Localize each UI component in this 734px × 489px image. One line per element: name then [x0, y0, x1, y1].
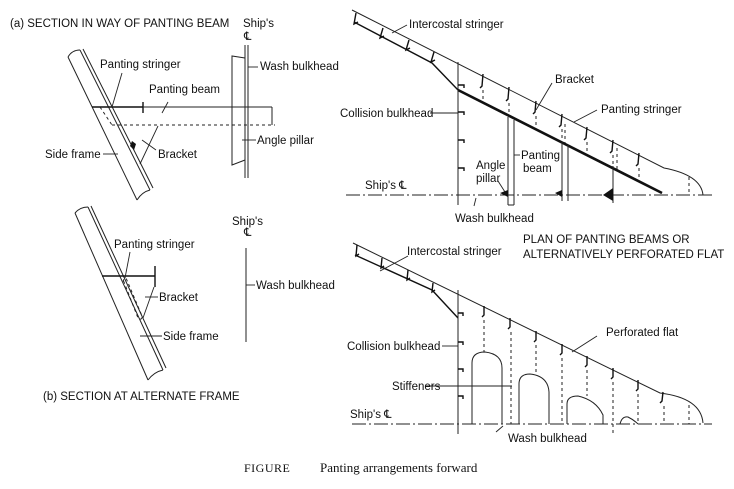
panting-beams — [500, 117, 618, 206]
wash-bulkhead-a — [231, 45, 249, 178]
panting-stringer-b — [102, 266, 156, 320]
section-a-title: (a) SECTION IN WAY OF PANTING BEAM — [10, 18, 229, 30]
section-b-centreline-symbol: ℄ — [243, 227, 252, 239]
side-frame-a — [67, 48, 154, 201]
label-wash-bulkhead-a: Wash bulkhead — [260, 61, 339, 73]
frames-bottom — [481, 306, 690, 434]
intercostal-frames-top — [353, 12, 436, 64]
label-collision-bulkhead-bottom: Collision bulkhead — [347, 341, 440, 353]
label-angle-pillar-line2: pillar — [476, 173, 500, 185]
label-bracket-top: Bracket — [555, 74, 595, 86]
label-perforated-flat: Perforated flat — [606, 327, 679, 339]
section-b-title: (b) SECTION AT ALTERNATE FRAME — [43, 391, 240, 403]
label-wash-bulkhead-top: Wash bulkhead — [455, 213, 534, 225]
caption-text: Panting arrangements forward — [320, 460, 478, 475]
label-panting-beam-line2: beam — [523, 163, 552, 175]
shell-line-top — [351, 9, 704, 196]
label-intercostal-stringer-top: Intercostal stringer — [409, 19, 504, 31]
section-a-ships-label: Ship's — [243, 18, 274, 30]
label-panting-beam-line1: Panting — [521, 150, 560, 162]
label-stiffeners: Stiffeners — [392, 381, 441, 393]
section-b-ships-label: Ship's — [232, 216, 263, 228]
label-panting-stringer-b: Panting stringer — [114, 239, 195, 251]
bulkhead-stiffeners-top — [458, 84, 465, 171]
section-a: (a) SECTION IN WAY OF PANTING BEAM Ship'… — [10, 18, 339, 201]
label-angle-pillar-a: Angle pillar — [257, 135, 314, 147]
label-bracket-a: Bracket — [158, 149, 198, 161]
plan-title-line1: PLAN OF PANTING BEAMS OR — [523, 234, 690, 246]
label-wash-bulkhead-b: Wash bulkhead — [256, 280, 335, 292]
bulkhead-stiffeners-bottom — [458, 312, 464, 399]
caption-figure-word: FIGURE — [244, 461, 290, 475]
intercostal-frames-bottom — [355, 244, 436, 294]
side-frame-b — [74, 205, 167, 381]
label-side-frame-b: Side frame — [163, 331, 219, 343]
label-panting-stringer-top: Panting stringer — [601, 104, 682, 116]
frames-top — [479, 73, 690, 195]
label-panting-beam-a: Panting beam — [149, 84, 220, 96]
label-collision-bulkhead-top: Collision bulkhead — [340, 108, 433, 120]
label-side-frame-a: Side frame — [45, 149, 101, 161]
section-b: Ship's ℄ Panting stringer Bracket Side f… — [43, 205, 335, 403]
figure-caption: FIGURE Panting arrangements forward — [244, 460, 478, 475]
shell-line-bottom — [352, 242, 704, 424]
plan-panting-beams: Intercostal stringer Bracket Panting str… — [340, 9, 712, 225]
label-wash-bulkhead-bottom: Wash bulkhead — [508, 433, 587, 445]
label-intercostal-stringer-bottom: Intercostal stringer — [407, 246, 502, 258]
plan-title-line2: ALTERNATIVELY PERFORATED FLAT — [523, 249, 724, 261]
label-panting-stringer-a: Panting stringer — [100, 59, 181, 71]
panting-stringer-line-top — [457, 88, 663, 195]
label-ships-cl-bottom: Ship's ℄ — [350, 409, 392, 421]
panting-beam-a — [92, 102, 275, 165]
plan-perforated-flat: PLAN OF PANTING BEAMS OR ALTERNATIVELY P… — [347, 234, 724, 445]
label-angle-pillar-line1: Angle — [476, 160, 505, 172]
label-bracket-b: Bracket — [159, 292, 199, 304]
section-a-centreline-symbol: ℄ — [243, 31, 252, 43]
label-ships-cl-top: Ship's ℄ — [365, 180, 407, 192]
perforations — [471, 351, 639, 425]
